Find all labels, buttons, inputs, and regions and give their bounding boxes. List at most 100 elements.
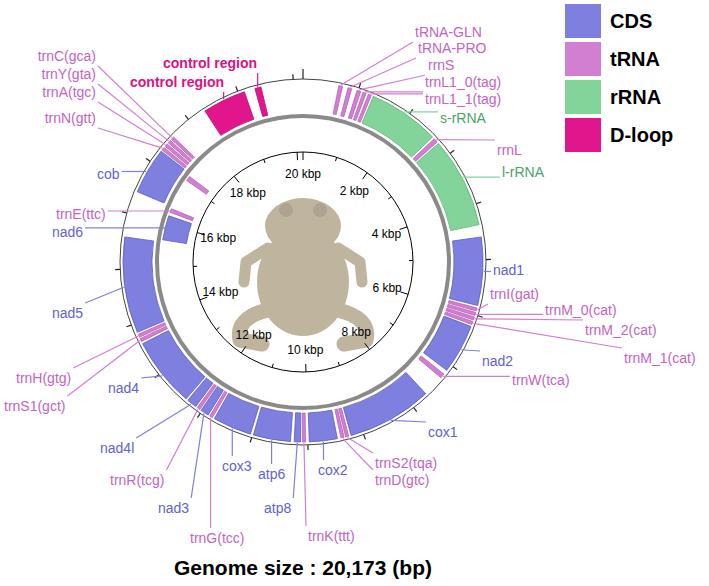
leader-line — [365, 91, 423, 92]
scale-label: 20 kbp — [285, 167, 321, 181]
cds-segment — [123, 237, 164, 332]
rrna-segment — [362, 96, 432, 157]
leader-line — [191, 413, 204, 498]
outer-tick — [486, 259, 491, 260]
rrna-label: s-rRNA — [440, 110, 486, 126]
outer-tick — [197, 413, 200, 417]
scale-tick — [305, 364, 306, 372]
leader-line — [359, 75, 426, 90]
gene-label: nad1 — [493, 262, 524, 278]
leader-line — [370, 93, 423, 94]
outer-ring — [120, 79, 486, 445]
trna-label: trnH(gtg) — [16, 370, 71, 386]
legend-text: CDS — [610, 9, 652, 33]
scale-tick — [335, 157, 336, 161]
trna-label: rrnL — [497, 142, 522, 158]
gene-label: cox1 — [428, 424, 458, 440]
cds-segment — [143, 331, 205, 399]
gene-label: atp8 — [264, 500, 291, 516]
leader-line — [463, 176, 500, 177]
gene-label: nad6 — [52, 224, 83, 240]
trna-label: trnM_1(cat) — [624, 350, 696, 366]
trna-label: tRNA-GLN — [415, 24, 482, 40]
trna-label: trnE(ttc) — [56, 206, 106, 222]
rrna-segment — [417, 143, 479, 230]
leader-line — [108, 210, 172, 211]
gene-label: nad3 — [158, 500, 189, 516]
trna-label: trnM_0(cat) — [545, 302, 617, 318]
leader-line — [476, 314, 543, 315]
gene-label: cox3 — [222, 458, 252, 474]
gene-label: cob — [97, 166, 120, 182]
trna-label: trnS2(tqa) — [375, 455, 437, 471]
outer-tick — [476, 202, 481, 204]
leader-line — [232, 429, 233, 456]
outer-tick — [307, 445, 308, 450]
outer-tick — [127, 325, 132, 327]
scale-circle — [193, 152, 413, 372]
leader-line — [443, 376, 510, 377]
frog-illustration — [239, 198, 366, 344]
legend-swatch — [565, 4, 601, 38]
trna-segment — [302, 413, 305, 442]
scale-tick — [363, 173, 368, 180]
legend-swatch — [565, 80, 601, 114]
outer-tick — [122, 212, 127, 213]
gene-label: nad5 — [52, 305, 83, 321]
leader-line — [347, 437, 373, 453]
leader-line — [461, 350, 480, 351]
leader-line — [304, 443, 306, 526]
leader-line — [257, 73, 258, 87]
control-region-label: control region — [130, 74, 224, 90]
leader-line — [271, 440, 272, 464]
scale-tick — [272, 364, 273, 368]
leader-line — [85, 287, 124, 303]
scale-tick — [211, 201, 214, 203]
control-region-label: control region — [163, 55, 257, 71]
scale-label: 2 kbp — [340, 184, 369, 198]
leader-line — [475, 319, 583, 320]
leader-line — [436, 139, 495, 140]
trna-segment — [170, 209, 194, 221]
legend-text: D-loop — [610, 123, 673, 147]
scale-label: 10 kbp — [287, 343, 323, 357]
scale-tick — [409, 260, 413, 261]
scale-tick — [338, 362, 339, 366]
dloop-segment — [205, 92, 254, 136]
gene-label: nad2 — [482, 353, 513, 369]
leader-line — [478, 304, 488, 310]
cds-segment — [294, 413, 301, 442]
cds-segment — [424, 316, 471, 370]
leader-line — [67, 340, 139, 396]
trna-label: trnL1_0(tag) — [425, 74, 501, 90]
outer-tick — [302, 69, 303, 79]
scale-label: 16 kbp — [200, 231, 236, 245]
trna-segment — [419, 356, 444, 378]
cds-segment — [253, 407, 292, 441]
leader-line — [391, 420, 426, 422]
leader-line — [166, 409, 197, 470]
leader-line — [136, 404, 191, 438]
legend-swatch — [565, 118, 601, 152]
outer-tick — [453, 367, 457, 370]
dloop-segment — [255, 87, 268, 117]
leader-line — [122, 171, 147, 172]
scale-label: 14 kbp — [202, 285, 238, 299]
scale-label: 12 kbp — [236, 328, 272, 342]
trna-label: trnM_2(cat) — [585, 322, 657, 338]
gene-label: atp6 — [258, 466, 285, 482]
outer-tick — [414, 408, 417, 412]
trna-label: trnY(gta) — [42, 66, 96, 82]
scale-tick — [303, 152, 304, 160]
leader-line — [293, 443, 297, 498]
trna-label: trnR(tcg) — [110, 472, 164, 488]
outer-tick — [450, 150, 454, 153]
trna-label: trnC(gca) — [38, 48, 96, 64]
legend-text: tRNA — [610, 47, 660, 71]
outer-tick — [292, 74, 293, 79]
leader-line — [85, 227, 166, 228]
trna-label: trnL1_1(tag) — [425, 91, 501, 107]
scale-tick — [390, 323, 393, 325]
